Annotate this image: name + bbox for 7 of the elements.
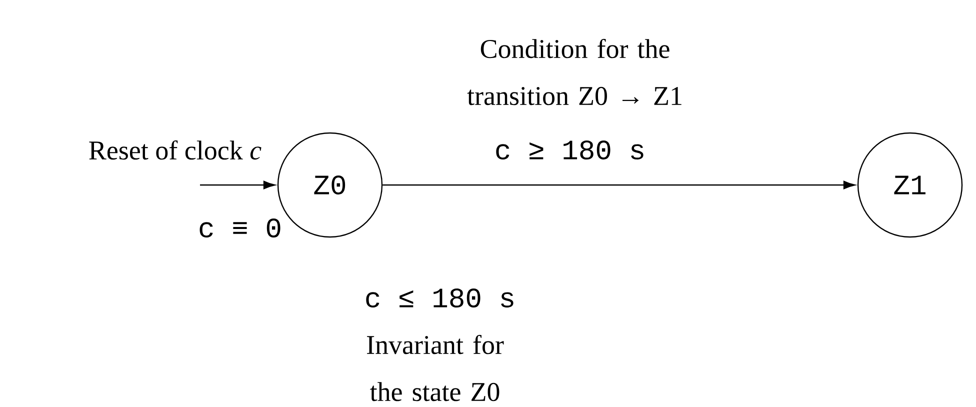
invariant-condition: c ≤ 180 s [366,288,514,308]
annotation: Reset of clock c [89,140,262,160]
annotation: Condition for the transition Z0 → Z1 [467,38,682,106]
arrow [200,180,276,190]
edge-label: c ≥ 180 s [493,140,647,160]
invariant-caption: Invariant for the state Z0 [367,334,504,402]
arrow [382,180,856,190]
